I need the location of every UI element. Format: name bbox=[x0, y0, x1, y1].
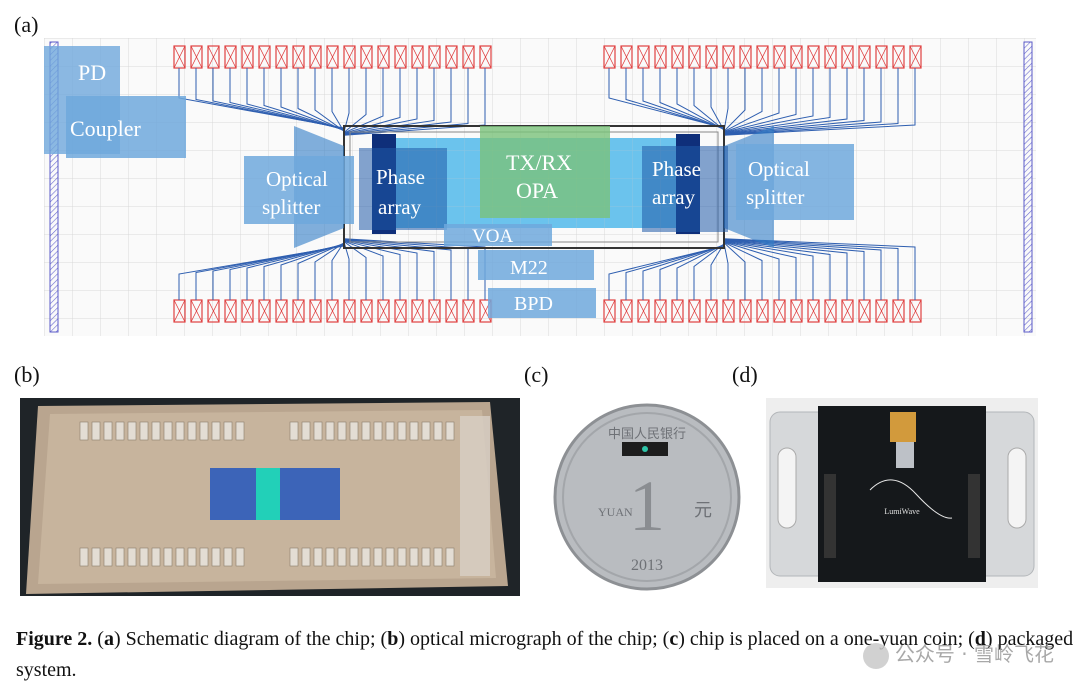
board-brand: LumiWave bbox=[884, 507, 920, 516]
phase-array-left-block bbox=[359, 148, 447, 230]
coin-numeral: 1 bbox=[629, 466, 665, 546]
txrx-label-2: OPA bbox=[516, 178, 558, 203]
txrx-opa-block bbox=[480, 126, 610, 218]
coin-yuan-char: 元 bbox=[694, 500, 712, 520]
paren: ( bbox=[97, 628, 104, 650]
m22-label: M22 bbox=[510, 257, 548, 279]
coin-yuan-latin: YUAN bbox=[598, 505, 633, 519]
optical-splitter-left-label-2: splitter bbox=[262, 195, 320, 219]
pd-label: PD bbox=[78, 60, 106, 85]
caption-letter-d: d bbox=[974, 628, 986, 650]
optical-splitter-right-block bbox=[736, 144, 854, 220]
panel-label-d: (d) bbox=[732, 362, 758, 387]
caption-text-b: ) optical micrograph of the chip; ( bbox=[398, 628, 670, 650]
txrx-label-1: TX/RX bbox=[506, 150, 572, 175]
figure-label: Figure 2. bbox=[16, 628, 93, 650]
bpd-block bbox=[488, 288, 596, 318]
caption-text-c: ) chip is placed on a one-yuan coin; ( bbox=[678, 628, 975, 650]
coin-year: 2013 bbox=[631, 557, 663, 574]
optical-splitter-left-block bbox=[244, 156, 354, 224]
routing-wires bbox=[178, 68, 916, 300]
caption-text-d: ) packaged system. bbox=[16, 628, 1074, 681]
coin-text-top: 中国人民银行 bbox=[608, 426, 686, 441]
coin-photo: 中国人民银行 1 YUAN 元 2013 bbox=[552, 398, 742, 596]
optical-splitter-right-label-2: splitter bbox=[746, 185, 804, 209]
panel-label-c: (c) bbox=[524, 362, 549, 387]
caption-letter-a: a bbox=[103, 628, 114, 650]
caption-text-a: ) Schematic diagram of the chip; ( bbox=[113, 628, 388, 650]
caption-letter-b: b bbox=[387, 628, 399, 650]
chip-micrograph bbox=[20, 398, 520, 596]
panel-label-a: (a) bbox=[14, 12, 39, 37]
figure-caption: Figure 2. (a) Schematic diagram of the c… bbox=[16, 624, 1076, 686]
phase-array-left-label-1: Phase bbox=[376, 165, 425, 189]
phase-array-right-label-2: array bbox=[652, 185, 696, 209]
coupler-label: Coupler bbox=[70, 116, 142, 141]
watermark: 公众号 · 雪岭飞花 bbox=[862, 638, 1054, 669]
optical-splitter-right-label-1: Optical bbox=[748, 157, 810, 181]
packaged-system-photo: LumiWave bbox=[766, 398, 1038, 588]
optical-splitter-left-label-1: Optical bbox=[266, 167, 328, 191]
phase-array-right-block bbox=[642, 146, 728, 232]
voa-block bbox=[444, 224, 552, 246]
caption-letter-c: c bbox=[669, 628, 679, 650]
wechat-icon bbox=[862, 642, 889, 669]
voa-label: VOA bbox=[472, 226, 513, 247]
panel-label-b: (b) bbox=[14, 362, 40, 387]
m22-block bbox=[478, 250, 594, 280]
watermark-text: 公众号 · 雪岭飞花 bbox=[894, 642, 1054, 666]
phase-array-left-label-2: array bbox=[378, 195, 422, 219]
bpd-label: BPD bbox=[514, 293, 553, 315]
chip-schematic: PD Coupler Optical splitter Phase array … bbox=[44, 38, 1036, 336]
phase-array-right-label-1: Phase bbox=[652, 157, 701, 181]
